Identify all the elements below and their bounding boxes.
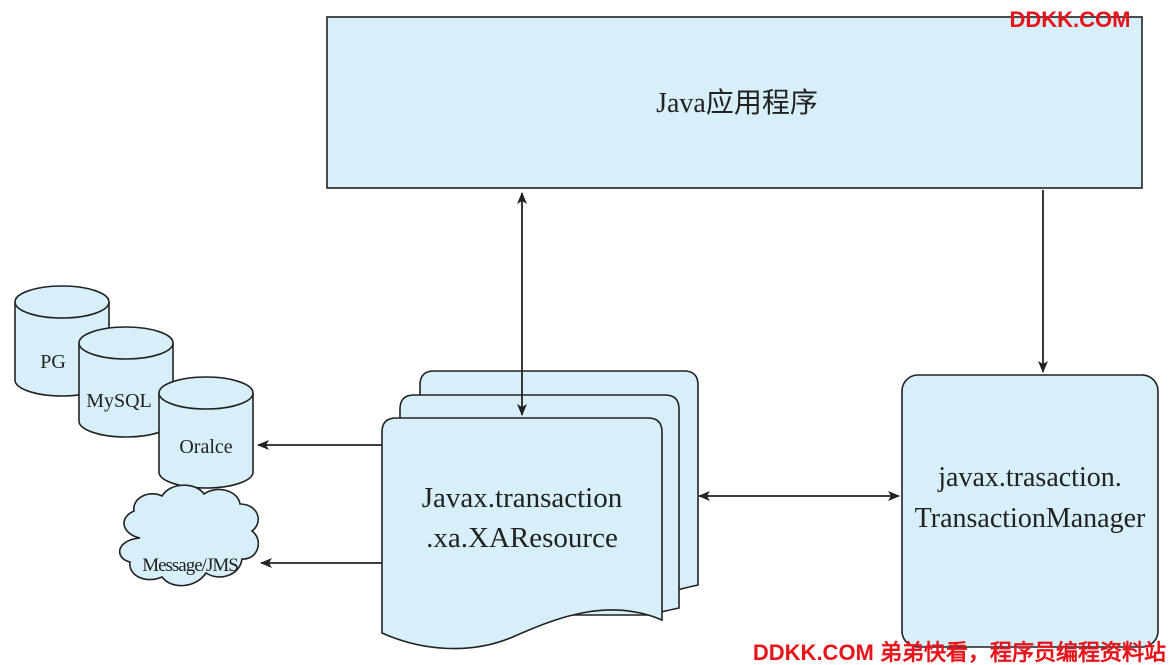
xa-resource-label-line2: .xa.XAResource xyxy=(426,522,618,554)
database-oralce: Oralce xyxy=(158,376,254,489)
database-pg-label: PG xyxy=(40,351,66,373)
database-pg-top xyxy=(14,285,110,319)
message-jms-label: Message/JMS xyxy=(142,555,238,576)
java-app-label: Java应用程序 xyxy=(656,87,818,119)
transaction-manager-label-line2: TransactionManager xyxy=(915,503,1146,534)
java-app-node: Java应用程序 xyxy=(326,16,1143,189)
xa-resource-label-line1: Javax.transaction xyxy=(422,482,623,514)
database-oralce-body xyxy=(158,393,254,489)
watermark-bottom: DDKK.COM 弟弟快看，程序员编程资料站 xyxy=(753,640,1166,665)
database-mysql-top xyxy=(78,326,174,360)
transaction-manager-node: javax.trasaction. TransactionManager xyxy=(901,374,1159,648)
message-jms-cloud xyxy=(119,484,260,587)
database-oralce-top xyxy=(158,376,254,410)
xa-resource-doc-front xyxy=(381,417,663,650)
watermark-top: DDKK.COM xyxy=(1010,7,1131,32)
xa-resource-node: Javax.transaction .xa.XAResource xyxy=(381,370,699,650)
transaction-manager-box xyxy=(901,374,1159,648)
java-app-box xyxy=(326,16,1143,189)
database-mysql: MySQL xyxy=(78,326,174,438)
message-jms-node: Message/JMS xyxy=(119,484,260,587)
transaction-manager-label-line1: javax.trasaction. xyxy=(937,462,1121,493)
database-mysql-label: MySQL xyxy=(86,390,152,412)
database-oralce-label: Oralce xyxy=(179,436,232,458)
